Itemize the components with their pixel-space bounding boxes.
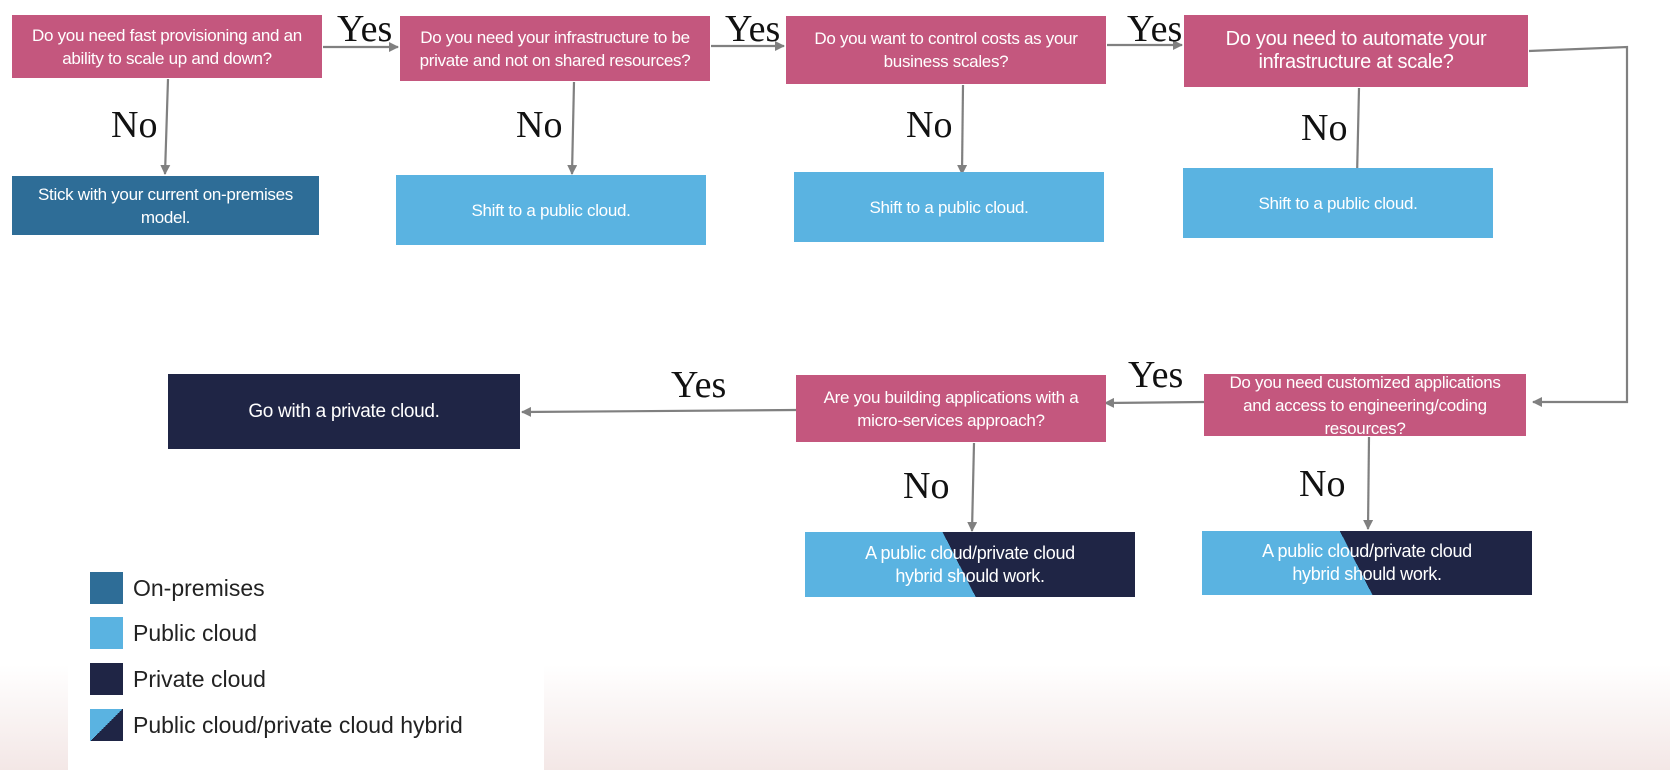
edge-label-yes-q6: Yes [671, 364, 727, 406]
question-micro-services: Are you building applications with a mic… [796, 375, 1106, 442]
edge-label-no-q2: No [516, 104, 563, 146]
question-customized-applications: Do you need customized applications and … [1204, 373, 1526, 438]
legend-label: On-premises [133, 574, 265, 601]
legend-label: Private cloud [133, 665, 266, 692]
edge-label-no-q5: No [1299, 463, 1346, 505]
legend-swatch-hybrid [90, 709, 123, 741]
legend [68, 664, 544, 770]
legend-label: Public cloud/private cloud hybrid [133, 711, 463, 738]
arrow-q6-hybrid1 [967, 442, 978, 532]
outcome-on-premises: Stick with your current on-premises mode… [12, 176, 319, 235]
arrow-q4-public3 [1352, 87, 1363, 178]
legend-item-private-cloud: Private cloud [90, 663, 266, 695]
legend-item-on-premises: On-premises [90, 572, 265, 604]
edge-label-no-q6: No [903, 465, 950, 507]
legend-swatch-private-cloud [90, 663, 123, 695]
edge-label-yes-q2: Yes [725, 8, 781, 50]
edge-label-no-q1: No [111, 104, 158, 146]
arrow-q4-q5 [1528, 45, 1629, 407]
legend-swatch-on-premises [90, 572, 123, 604]
outcome-public-cloud-1: Shift to a public cloud. [396, 175, 706, 245]
outcome-hybrid-2: A public cloud/private cloud hybrid shou… [1202, 531, 1532, 595]
outcome-public-cloud-2: Shift to a public cloud. [794, 172, 1104, 242]
legend-item-public-cloud: Public cloud [90, 617, 257, 649]
edge-label-yes-q1: Yes [337, 8, 393, 50]
arrow-q6-private [521, 406, 797, 417]
question-private-infrastructure: Do you need your infrastructure to be pr… [400, 16, 710, 81]
legend-label: Public cloud [133, 619, 258, 646]
outcome-public-cloud-3: Shift to a public cloud. [1183, 168, 1493, 238]
edge-label-no-q4: No [1301, 107, 1348, 149]
arrow-q2-public1 [567, 81, 578, 175]
outcome-hybrid-1: A public cloud/private cloud hybrid shou… [805, 532, 1135, 597]
edge-label-no-q3: No [906, 104, 953, 146]
legend-swatch-public-cloud [90, 617, 123, 649]
question-fast-provisioning: Do you need fast provisioning and an abi… [12, 15, 322, 78]
edge-label-yes-q5: Yes [1128, 354, 1184, 396]
question-automate-infrastructure: Do you need to automate your infrastruct… [1184, 15, 1528, 87]
arrow-q1-onprem [160, 78, 171, 175]
outcome-private-cloud: Go with a private cloud. [168, 374, 520, 449]
edge-label-yes-q3: Yes [1127, 8, 1183, 50]
arrow-q5-hybrid2 [1363, 436, 1374, 530]
arrow-q3-public2 [957, 84, 968, 175]
legend-item-hybrid: Public cloud/private cloud hybrid [90, 709, 463, 741]
arrow-q5-q6 [1104, 397, 1205, 408]
question-control-costs: Do you want to control costs as your bus… [786, 16, 1106, 84]
